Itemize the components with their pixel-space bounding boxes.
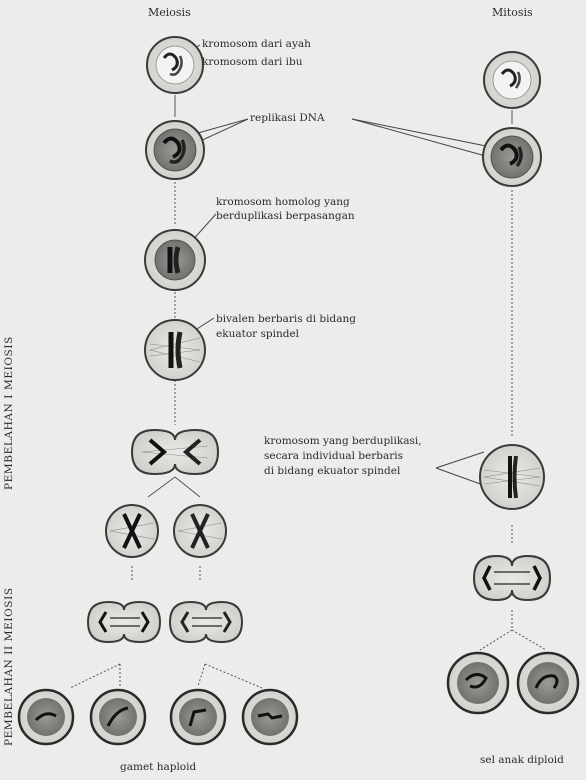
connector [512, 630, 546, 650]
connector [198, 664, 205, 686]
gamete-cell-4 [243, 690, 297, 744]
label-bivalent-line2: ekuator spindel [216, 328, 299, 341]
meiosis-interphase-cell [147, 37, 203, 93]
mitosis-title: Mitosis [492, 6, 533, 19]
label-chromosome-father: kromosom dari ayah [202, 38, 311, 51]
meiosis-pairing-cell [145, 230, 205, 290]
flow-connectors [70, 95, 546, 688]
daughter-cell-left [448, 653, 508, 713]
pointer-line [352, 119, 496, 148]
daughter-cell-right [518, 653, 578, 713]
label-homolog-line2: berduplikasi berpasangan [216, 210, 355, 223]
diploid-daughter-cells [448, 653, 578, 713]
gamete-cell-3 [171, 690, 225, 744]
connector [480, 630, 512, 650]
mitosis-anaphase-cell [474, 556, 550, 600]
pointer-line [436, 468, 486, 486]
label-haploid-gametes: gamet haploid [120, 761, 196, 774]
meiosis-anaphase1-cell [132, 430, 218, 474]
label-meiosis-phase2: PEMBELAHAN II MEIOSIS [3, 587, 15, 746]
mitosis-metaphase-cell [480, 445, 544, 509]
meiosis-bivalent-cell [145, 320, 205, 380]
haploid-gamete-cells [19, 690, 297, 744]
label-diploid-daughters: sel anak diploid [480, 754, 564, 767]
meiosis-replication-cell [146, 121, 204, 179]
connector [205, 664, 262, 688]
meiosis2-metaphase-cell-left [106, 505, 158, 557]
label-homolog-line1: kromosom homolog yang [216, 196, 350, 209]
gamete-cell-1 [19, 690, 73, 744]
meiosis2-anaphase-cell-right [170, 602, 242, 642]
label-meiosis-phase1: PEMBELAHAN I MEIOSIS [3, 336, 15, 490]
pointer-line [352, 119, 500, 160]
mitosis-replication-cell [483, 128, 541, 186]
meiosis2-anaphase-cell-left [88, 602, 160, 642]
meiosis2-metaphase-cell-right [174, 505, 226, 557]
label-individual-line1: kromosom yang berduplikasi, [264, 435, 422, 448]
connector [70, 664, 120, 688]
connector [148, 477, 175, 497]
label-individual-line3: di bidang ekuator spindel [264, 465, 400, 478]
label-chromosome-mother: kromosom dari ibu [202, 56, 303, 69]
label-individual-line2: secara individual berbaris [264, 450, 403, 463]
pointer-line [436, 452, 484, 468]
label-dna-replication: replikasi DNA [250, 112, 325, 125]
connector [175, 477, 200, 497]
mitosis-interphase-cell [484, 52, 540, 108]
label-bivalent-line1: bivalen berbaris di bidang [216, 313, 356, 326]
annotation-pointers [170, 45, 500, 486]
gamete-cell-2 [91, 690, 145, 744]
meiosis-title: Meiosis [148, 6, 191, 19]
